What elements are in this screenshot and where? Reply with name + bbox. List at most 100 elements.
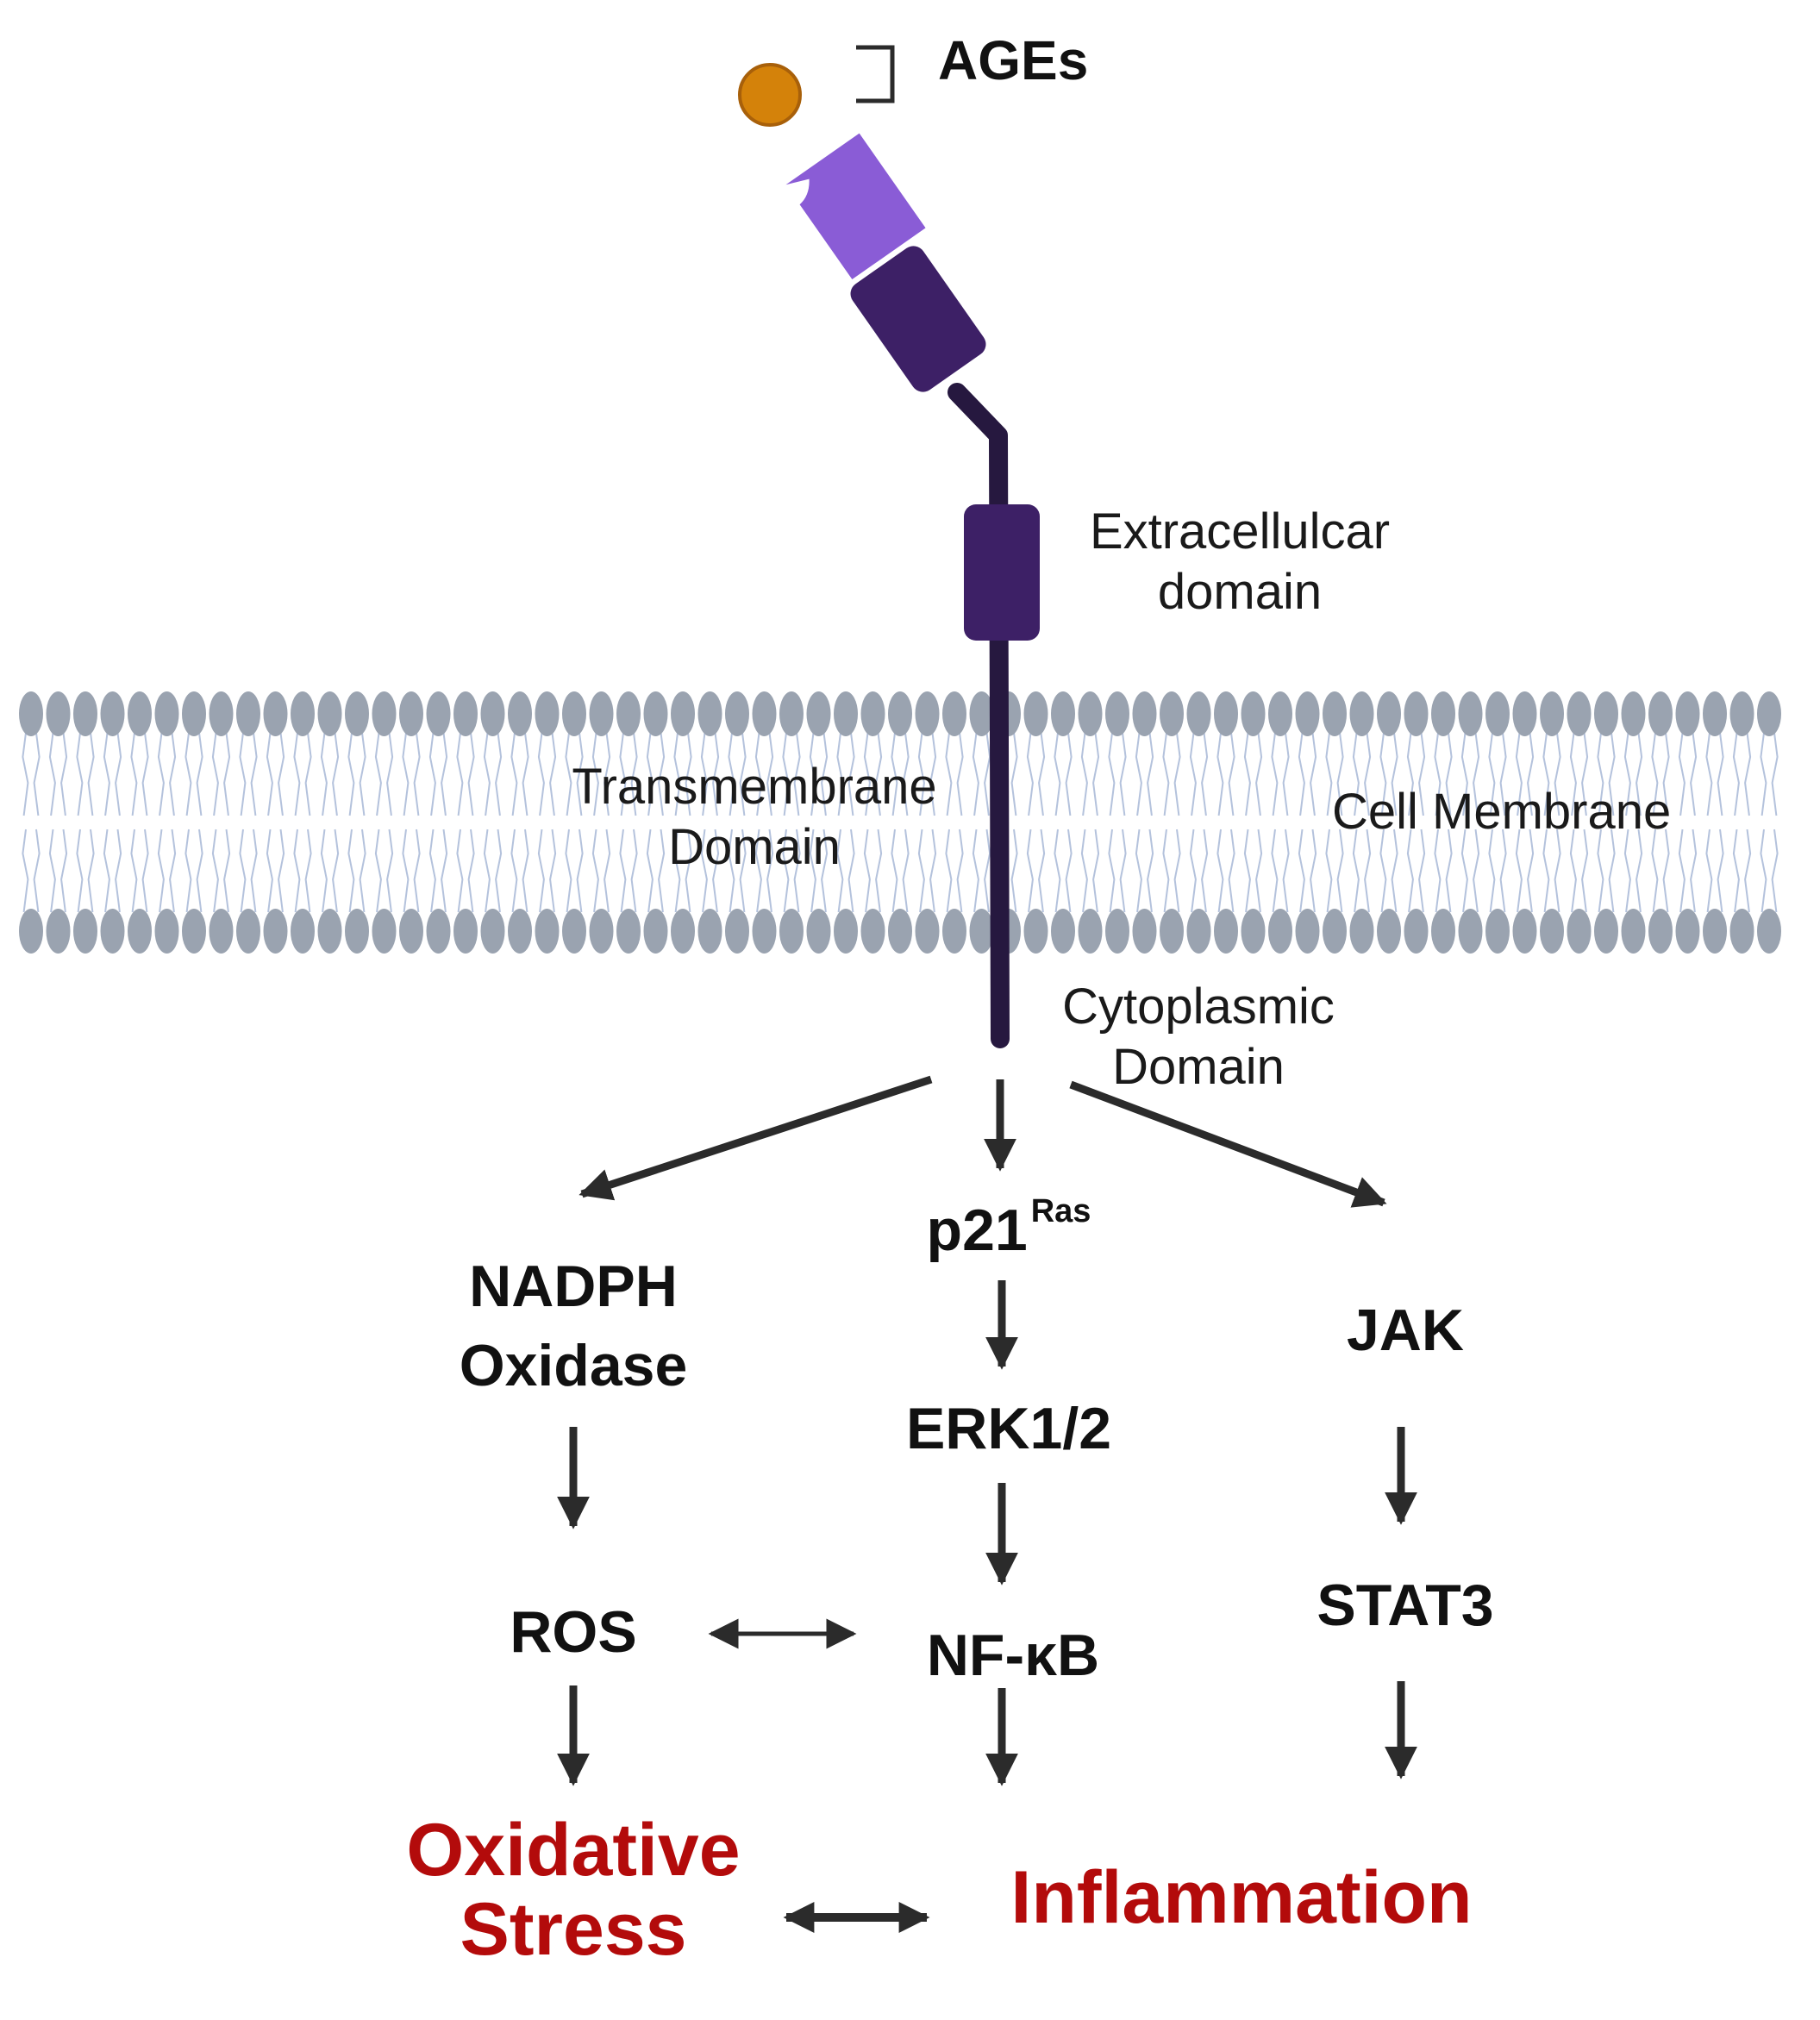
lipid-tail <box>1744 829 1752 913</box>
stat3-label: STAT3 <box>1317 1573 1494 1638</box>
lipid-head <box>399 691 423 736</box>
lipid-tail <box>1189 732 1197 816</box>
lipid-tail <box>1135 732 1142 816</box>
lipid-tail <box>1255 732 1263 816</box>
lipid-tail <box>211 732 219 816</box>
lipid-tail <box>320 829 328 913</box>
lipid-tail <box>1569 732 1577 816</box>
lipid-tail <box>537 829 545 913</box>
lipid-tail <box>646 829 654 913</box>
lipid-head <box>73 909 97 954</box>
lipid-tail <box>673 829 681 913</box>
lipid-tail <box>141 732 149 816</box>
lipid-tail <box>1662 829 1670 913</box>
lipid-tail <box>1201 732 1209 816</box>
lipid-tail <box>1705 732 1713 816</box>
lipid-tail <box>891 732 898 816</box>
ras-superscript: Ras <box>1030 1193 1091 1229</box>
lipid-tail <box>48 732 56 816</box>
lipid-tail <box>809 732 816 816</box>
lipid-head <box>1567 691 1592 736</box>
lipid-tail <box>619 829 627 913</box>
lipid-tail <box>576 829 584 913</box>
lipid-head <box>616 691 641 736</box>
lipid-tail <box>266 732 273 816</box>
lipid-tail <box>1542 732 1550 816</box>
lipid-tail <box>945 829 953 913</box>
lipid-head <box>19 909 43 954</box>
lipid-tail <box>157 732 165 816</box>
lipid-tail <box>1488 829 1496 913</box>
lipid-tail <box>1406 829 1414 913</box>
lipid-tail <box>712 732 720 816</box>
lipid-head <box>1621 909 1646 954</box>
lipid-head <box>345 691 369 736</box>
lipid-tail <box>1760 732 1767 816</box>
lipid-tail <box>1662 732 1670 816</box>
lipid-head <box>1214 691 1238 736</box>
lipid-tail <box>1515 829 1523 913</box>
lipid-tail <box>1108 732 1116 816</box>
lipid-tail <box>250 829 258 913</box>
lipid-tail <box>278 732 285 816</box>
lipid-tail <box>87 829 95 913</box>
lipid-head <box>1757 909 1781 954</box>
lipid-head <box>616 909 641 954</box>
lipid-tail <box>1418 732 1426 816</box>
lipid-tail <box>821 829 829 913</box>
lipid-tail <box>700 829 708 913</box>
lipid-head <box>291 691 315 736</box>
lipid-tail <box>103 829 110 913</box>
lipid-head <box>100 691 125 736</box>
lipid-tail <box>1038 829 1046 913</box>
lipid-head <box>888 691 912 736</box>
lipid-tail <box>1434 829 1442 913</box>
lipid-tail <box>495 732 503 816</box>
lipid-tail <box>604 829 611 913</box>
lipid-tail <box>863 829 871 913</box>
lipid-head <box>1186 909 1211 954</box>
lipid-tail <box>728 732 735 816</box>
lipid-tail <box>1092 732 1100 816</box>
lipid-tail <box>293 829 301 913</box>
lipid-tail <box>754 829 762 913</box>
lipid-head <box>671 909 695 954</box>
lipid-tail <box>1108 829 1116 913</box>
lipid-tail <box>1010 732 1018 816</box>
receptor-stalk <box>948 383 1010 1048</box>
lipid-tail <box>441 829 448 913</box>
lipid-head <box>317 691 342 736</box>
lipid-tail <box>1065 829 1073 913</box>
lipid-tail <box>1026 829 1034 913</box>
lipid-head <box>1160 691 1184 736</box>
lipid-head <box>209 909 234 954</box>
lipid-tail <box>374 829 382 913</box>
lipid-tail <box>1189 829 1197 913</box>
lipid-head <box>1621 691 1646 736</box>
extracellular-domain-v <box>785 133 926 280</box>
lipid-tail <box>847 732 855 816</box>
lipid-tail <box>847 829 855 913</box>
ages-label: AGEs <box>938 29 1089 91</box>
lipid-tail <box>456 732 464 816</box>
lipid-tail <box>1527 829 1535 913</box>
lipid-tail <box>413 829 421 913</box>
lipid-tail <box>522 732 529 816</box>
lipid-tail <box>1499 732 1507 816</box>
lipid-tail <box>76 732 84 816</box>
lipid-tail <box>591 829 599 913</box>
lipid-tail <box>223 829 231 913</box>
lipid-head <box>1268 691 1292 736</box>
lipid-tail <box>891 829 898 913</box>
lipid-head <box>236 909 260 954</box>
lipid-head <box>1594 691 1618 736</box>
lipid-tail <box>1228 829 1235 913</box>
lipid-tail <box>510 829 518 913</box>
lipid-head <box>562 909 586 954</box>
lipid-tail <box>576 732 584 816</box>
lipid-head <box>779 691 804 736</box>
lipid-head <box>19 691 43 736</box>
lipid-tail <box>1119 829 1127 913</box>
